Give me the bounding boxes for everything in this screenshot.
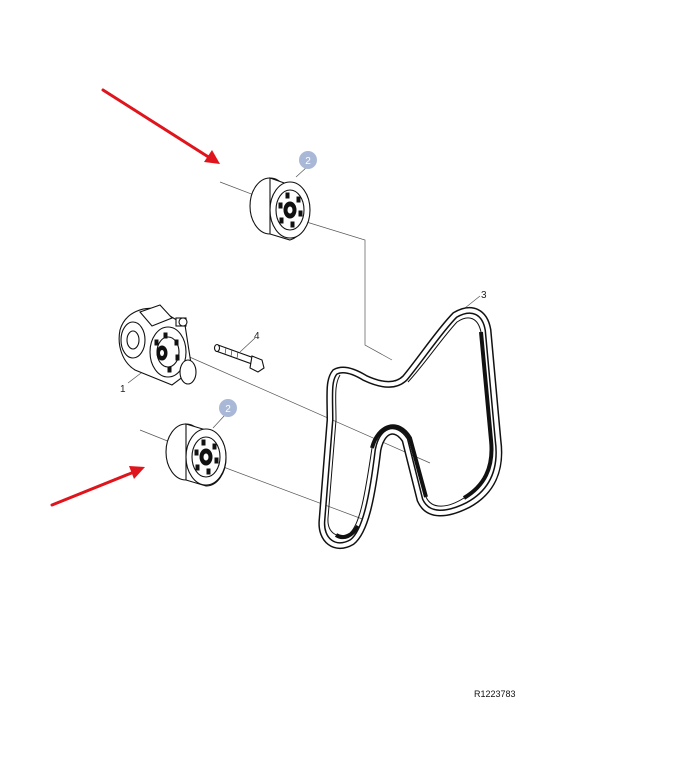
- indicator-arrow-upper: [101, 88, 220, 164]
- callout-4-label: 4: [254, 331, 260, 342]
- callout-2-lower[interactable]: 2: [219, 399, 237, 417]
- idler-pulley-lower: [165, 423, 227, 487]
- leader-lines: [127, 166, 481, 521]
- reference-code: R1223783: [474, 689, 516, 699]
- idler-pulley-upper: [249, 177, 311, 241]
- callout-2-upper[interactable]: 2: [299, 151, 317, 169]
- callout-1-label: 1: [120, 384, 126, 395]
- belt-tensioner: [118, 304, 197, 386]
- callout-2-upper-label: 2: [305, 156, 311, 167]
- callout-2-lower-label: 2: [225, 404, 231, 415]
- drive-belt: [318, 307, 503, 550]
- callout-3-label: 3: [481, 290, 487, 301]
- indicator-arrow-lower: [50, 466, 145, 507]
- bolt: [213, 343, 265, 373]
